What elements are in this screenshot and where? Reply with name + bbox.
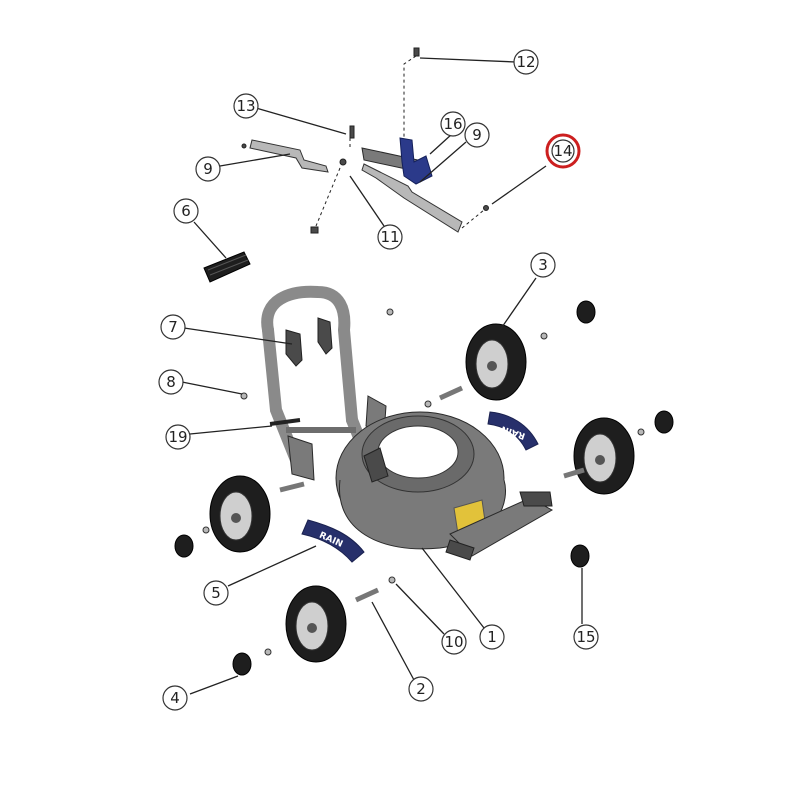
callout-10[interactable]: 10: [441, 629, 467, 655]
svg-text:12: 12: [516, 53, 535, 71]
callout-7[interactable]: 7: [160, 314, 186, 340]
svg-text:8: 8: [166, 373, 176, 391]
callouts: 12 13 16 9 14 9 11 6: [158, 49, 599, 711]
callout-14[interactable]: 14: [545, 133, 581, 169]
svg-text:11: 11: [380, 228, 399, 246]
svg-text:9: 9: [472, 126, 482, 144]
svg-text:9: 9: [203, 160, 213, 178]
hub-caps: [174, 300, 674, 676]
wheel-front-left: [285, 585, 347, 663]
callout-3[interactable]: 3: [530, 252, 556, 278]
callout-13[interactable]: 13: [233, 93, 259, 119]
svg-text:10: 10: [444, 633, 463, 651]
svg-text:16: 16: [443, 115, 462, 133]
blue-actuator: [399, 137, 433, 185]
wheel-rear-right: [573, 417, 635, 495]
clip-12: [413, 47, 420, 57]
callout-12[interactable]: 12: [513, 49, 539, 75]
svg-text:7: 7: [168, 318, 178, 336]
svg-text:19: 19: [168, 428, 187, 446]
pin-13: [349, 125, 355, 139]
svg-text:5: 5: [211, 584, 221, 602]
svg-text:14: 14: [553, 142, 572, 160]
washer-11: [339, 158, 347, 166]
svg-text:13: 13: [236, 97, 255, 115]
callout-16[interactable]: 16: [440, 111, 466, 137]
height-adjust-assembly: [241, 47, 489, 234]
bolt-14: [483, 205, 489, 211]
adjuster-lever-left: [249, 139, 329, 173]
handle-grip: [203, 251, 251, 283]
adjuster-lever-right: [361, 163, 463, 233]
callout-1[interactable]: 1: [479, 624, 505, 650]
wheel-rear-left: [209, 475, 271, 553]
svg-text:3: 3: [538, 256, 548, 274]
callout-2[interactable]: 2: [408, 676, 434, 702]
svg-text:6: 6: [181, 202, 191, 220]
callout-15[interactable]: 15: [573, 624, 599, 650]
axle-bolts: [279, 385, 585, 603]
small-screw: [241, 143, 247, 149]
callout-19[interactable]: 19: [165, 424, 191, 450]
svg-text:15: 15: [576, 628, 595, 646]
callout-9-right[interactable]: 9: [464, 122, 490, 148]
clip-lower: [310, 226, 319, 234]
leader-lines: [181, 57, 583, 695]
svg-text:1: 1: [487, 628, 497, 646]
callout-4[interactable]: 4: [162, 685, 188, 711]
mower-deck: [335, 411, 554, 561]
callout-8[interactable]: 8: [158, 369, 184, 395]
callout-5[interactable]: 5: [203, 580, 229, 606]
callout-6[interactable]: 6: [173, 198, 199, 224]
svg-text:2: 2: [416, 680, 426, 698]
callout-11[interactable]: 11: [377, 224, 403, 250]
decal-right: RAIN: [487, 411, 539, 451]
wheel-front-right: [465, 323, 527, 401]
callout-9-left[interactable]: 9: [195, 156, 221, 182]
svg-text:4: 4: [170, 689, 180, 707]
